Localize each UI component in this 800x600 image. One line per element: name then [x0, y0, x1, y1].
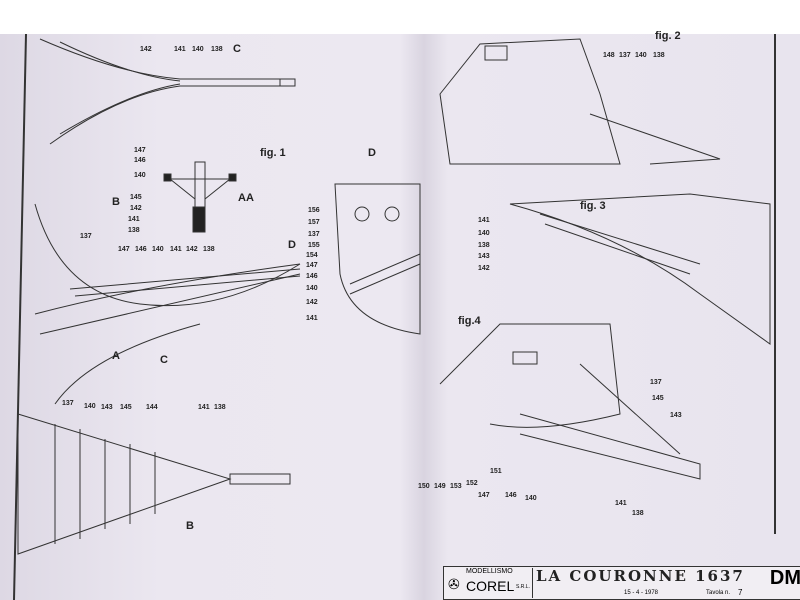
- part-label: 151: [490, 468, 502, 475]
- ship-title: LA COURONNE 1637: [536, 567, 745, 585]
- part-label: 146: [134, 157, 146, 164]
- part-label: 145: [652, 395, 664, 402]
- logo-brand: COREL: [466, 578, 515, 594]
- side-view-drawing: [34, 203, 301, 405]
- logo-icon: ✇: [448, 576, 460, 592]
- part-label: 141: [306, 315, 318, 322]
- part-label: 153: [450, 483, 462, 490]
- part-label: 138: [128, 227, 140, 234]
- part-label: 156: [308, 207, 320, 214]
- part-label: 142: [478, 265, 490, 272]
- part-label: 138: [203, 246, 215, 253]
- part-label: 138: [653, 52, 665, 59]
- part-label: 138: [632, 510, 644, 517]
- part-label: 141: [128, 216, 140, 223]
- part-label: 143: [670, 412, 682, 419]
- part-label: 145: [130, 194, 142, 201]
- part-label: 143: [101, 404, 113, 411]
- part-label: 140: [478, 230, 490, 237]
- logo-suffix: S.R.L.: [516, 584, 530, 590]
- sheet-number: 7: [738, 588, 743, 597]
- part-label: 150: [418, 483, 430, 490]
- sheet-label: Tavola n.: [706, 590, 731, 596]
- part-label: 155: [308, 242, 320, 249]
- part-label: 140: [134, 172, 146, 179]
- section-label: AA: [238, 192, 254, 204]
- section-title: D: [368, 147, 376, 159]
- section-d-drawing: [334, 183, 421, 335]
- part-label: 137: [80, 233, 92, 240]
- figure-title: fig.4: [458, 315, 481, 327]
- part-label: 146: [306, 273, 318, 280]
- part-label: 141: [478, 217, 490, 224]
- part-label: 149: [434, 483, 446, 490]
- part-label: 140: [635, 52, 647, 59]
- plan-sheet: 142 141 140 138 C fig. 1 AA B D 147 146 …: [0, 30, 800, 600]
- arrow-label: B: [112, 196, 120, 208]
- section-aa-drawing: [163, 161, 237, 233]
- date: 15 - 4 - 1978: [624, 590, 659, 596]
- part-label: 140: [306, 285, 318, 292]
- page-border: [13, 34, 27, 600]
- part-label: 154: [306, 252, 318, 259]
- corel-logo: ✇ MODELLISMO COREL S.R.L.: [446, 568, 533, 598]
- part-label: 148: [603, 52, 615, 59]
- drawing-code: DM: [769, 567, 800, 589]
- section-label: C: [233, 43, 241, 55]
- part-label: 142: [130, 205, 142, 212]
- part-label: 157: [308, 219, 320, 226]
- logo-text: MODELLISMO: [466, 568, 513, 575]
- part-label: 140: [152, 246, 164, 253]
- arrow-label: C: [160, 354, 168, 366]
- part-label: 147: [134, 147, 146, 154]
- part-label: 141: [615, 500, 627, 507]
- figure-title: fig. 2: [655, 30, 681, 42]
- part-label: 141: [198, 404, 210, 411]
- section-label: B: [186, 520, 194, 532]
- figure-title: fig. 3: [580, 200, 606, 212]
- bottom-view-drawing: [17, 413, 291, 555]
- part-label: 137: [619, 52, 631, 59]
- part-label: 137: [650, 379, 662, 386]
- part-label: 142: [186, 246, 198, 253]
- part-label: 141: [170, 246, 182, 253]
- part-label: 142: [140, 46, 152, 53]
- part-label: 138: [478, 242, 490, 249]
- figure-title: fig. 1: [260, 147, 286, 159]
- part-label: 152: [466, 480, 478, 487]
- part-label: 144: [146, 404, 158, 411]
- part-label: 146: [135, 246, 147, 253]
- part-label: 142: [306, 299, 318, 306]
- fig3-drawing: [509, 193, 771, 345]
- arrow-label: D: [288, 239, 296, 251]
- title-block: ✇ MODELLISMO COREL S.R.L. LA COURONNE 16…: [443, 566, 800, 600]
- part-label: 140: [84, 403, 96, 410]
- part-label: 147: [118, 246, 130, 253]
- part-label: 143: [478, 253, 490, 260]
- part-label: 137: [62, 400, 74, 407]
- part-label: 140: [525, 495, 537, 502]
- part-label: 145: [120, 404, 132, 411]
- part-label: 138: [214, 404, 226, 411]
- part-label: 147: [478, 492, 490, 499]
- top-view-drawing: [39, 38, 296, 145]
- fig4-drawing: [439, 323, 701, 480]
- ship-drawings: [13, 34, 776, 600]
- part-label: 140: [192, 46, 204, 53]
- part-label: 137: [308, 231, 320, 238]
- arrow-label: A: [112, 350, 120, 362]
- part-label: 138: [211, 46, 223, 53]
- part-label: 146: [505, 492, 517, 499]
- part-label: 147: [306, 262, 318, 269]
- part-label: 141: [174, 46, 186, 53]
- fig2-drawing: [439, 38, 721, 165]
